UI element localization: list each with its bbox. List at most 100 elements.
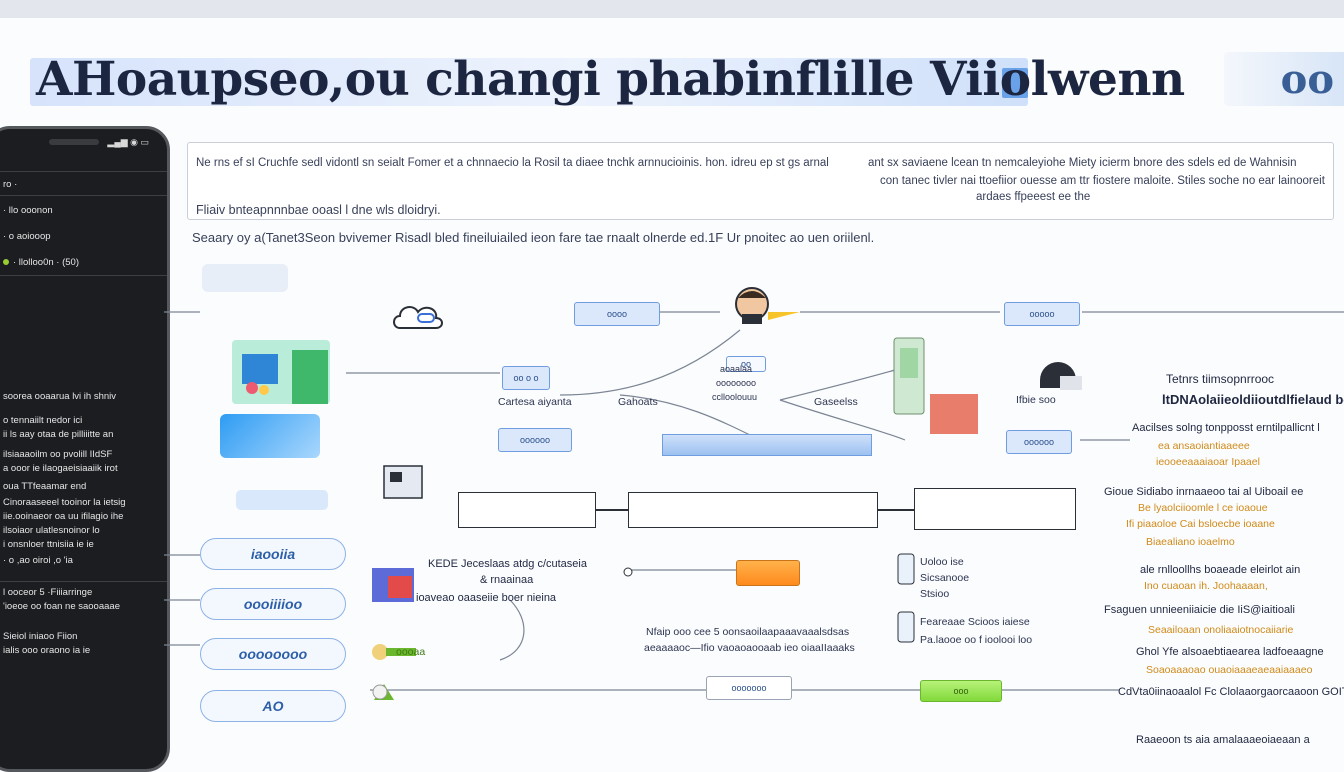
right-note: Raaeoon ts aia amalaaaeoiaeaan a: [1136, 734, 1310, 746]
phone-text-line: oua TTfeaamar end: [3, 481, 87, 492]
connector-line: [779, 399, 906, 441]
phone-text-line: ilsoiaor ulatlesnoinor lo: [3, 525, 100, 536]
node-chip[interactable]: ooooooo: [706, 676, 792, 700]
device-caption: Pa.laooe oo f ioolooi loo: [920, 634, 1033, 646]
phone-menu-item[interactable]: · o aoiooop: [3, 231, 51, 242]
mid-center-caption: Nfaip ooo cee 5 oonsaoilaapaaavaaalsdsas: [646, 626, 850, 638]
option-pill[interactable]: oooiiiioo: [200, 588, 346, 620]
device-caption: Stsioo: [920, 588, 950, 600]
status-dot-icon: [3, 259, 9, 265]
node-label: Gahoats: [618, 396, 658, 408]
blue-tile[interactable]: [220, 414, 320, 458]
node-label: Cartesa aiyanta: [498, 396, 572, 408]
page-title: AHoaupseo,ou changi phabinflille Viiolwe…: [36, 52, 1185, 107]
mid-left-caption: & rnaainaa: [480, 574, 534, 586]
house-illustration-icon: [232, 340, 330, 404]
right-header: ltDNAolaiieoldiioutdlfielaud boo: [1162, 392, 1344, 407]
center-caption: cclloolouuu: [712, 392, 758, 402]
small-dot-icon: [623, 567, 633, 577]
phone-text-line: l ooceor 5 ·Fiiiarringe: [3, 587, 93, 598]
right-note-accent: Ifi piaaoloe Cai bsloecbe ioaane: [1126, 518, 1275, 530]
node-chip[interactable]: oooo: [574, 302, 660, 326]
phone-menu-label: · llolloo0n · (50): [13, 257, 79, 268]
phone-text-line: o tennaiilt nedor ici: [3, 415, 83, 426]
node-chip[interactable]: oo o o: [502, 366, 550, 390]
center-caption: aoaalaa: [720, 364, 753, 374]
connector-line: [559, 329, 741, 396]
phone-divider: [0, 275, 167, 276]
right-note: Ghol Yfe alsoaebtiaearea ladfoeaagne: [1136, 646, 1324, 658]
process-box-wide[interactable]: [628, 492, 878, 528]
phone-menu-item[interactable]: · llo ooonon: [3, 205, 53, 216]
node-label: Ifbie soo: [1016, 394, 1056, 406]
phone-text-line: soorea ooaarua lvi ih shniv: [3, 391, 117, 402]
device-caption: Feareaae Scioos iaiese: [920, 616, 1030, 628]
phone-small-icon: [897, 611, 915, 643]
brand-logo[interactable]: oo: [1224, 52, 1344, 106]
cloud-icon: [393, 306, 443, 329]
green-chip-label: ooo: [953, 686, 969, 696]
device-caption: Sicsanooe: [920, 572, 970, 584]
process-box[interactable]: [458, 492, 596, 528]
description-line: Ne rns ef sI Cruchfe sedl vidontl sn sei…: [196, 157, 829, 169]
phone-text-line: · o ,ao oiroi ,o 'ia: [3, 555, 73, 566]
phone-text-line: i onsnloer ttnisiia ie ie: [3, 539, 94, 550]
phone-mockup: ▂▄▆ ◉ ▭ ro · · llo ooonon · o aoiooop · …: [0, 126, 170, 772]
orange-action-chip[interactable]: [736, 560, 800, 586]
phone-menu-item[interactable]: ro ·: [3, 179, 18, 190]
right-note: Fsaguen unnieeniiaicie die IiS@iaitioali: [1104, 604, 1295, 616]
helmet-icon: [1040, 362, 1082, 390]
description-line: ant sx saviaene lcean tn nemcaleyiohe Mi…: [868, 157, 1297, 169]
right-note-accent: Soaoaaaoao ouaoiaaaeaeaaiaaaeo: [1146, 664, 1313, 676]
phone-menu-item[interactable]: · llolloo0n · (50): [3, 257, 157, 268]
phone-divider: [0, 195, 167, 196]
connector-line: [779, 369, 896, 401]
phone-text-line: Cinoraaseeel tooinor la ietsig: [3, 497, 126, 508]
right-note-accent: Biaealiano ioaelmo: [1146, 536, 1235, 548]
description-line: con tanec tivler nai ttoefiior ouesse am…: [880, 175, 1325, 187]
right-note-accent: ea ansaoiantiaaeee: [1158, 440, 1250, 452]
right-note-accent: Ino cuaoan ih. Joohaaaan,: [1144, 580, 1268, 592]
phone-text-line: ialis ooo oraono ia ie: [3, 645, 91, 656]
node-chip[interactable]: ooooo: [1004, 302, 1080, 326]
node-label: Gaseelss: [814, 396, 858, 408]
process-box[interactable]: [914, 488, 1076, 530]
device-illustration-icon: [893, 337, 978, 434]
option-pill[interactable]: oooooooo: [200, 638, 346, 670]
phone-text-line: Sieiol iniaoo Fiion: [3, 631, 78, 642]
person-avatar-icon: [735, 287, 800, 324]
right-note-accent: ieooeeaaaiaoar Ipaael: [1156, 456, 1260, 468]
right-note: Aacilses solng tonpposst erntilpallicnt …: [1132, 422, 1320, 434]
phone-text-line: a ooor ie ilaogaeisiaaiik irot: [3, 463, 118, 474]
target-small-icon: [372, 684, 388, 700]
phone-text-line: ii ls aay otaa de pilliiitte an: [3, 429, 114, 440]
phone-divider: [0, 171, 167, 172]
center-caption: oooooooo: [716, 378, 757, 388]
phone-text-line: ilsiaaaoilm oo pvolill IIdSF: [3, 449, 113, 460]
phone-small-icon: [897, 553, 915, 585]
node-chip[interactable]: oooooo: [498, 428, 572, 452]
right-note-accent: Be lyaolciioomle l ce ioaoue: [1138, 502, 1268, 514]
plant-icon: [372, 644, 416, 660]
option-pill[interactable]: AO: [200, 690, 346, 722]
phone-text-line: 'ioeoe oo foan ne saooaaae: [3, 601, 120, 612]
description-note: Fliaiv bnteapnnnbae ooasl l dne wls dloi…: [196, 203, 441, 217]
right-note: CdVta0iinaoaalol Fc Clolaaorgaorcaaoon G…: [1118, 686, 1344, 698]
ghost-tile: [202, 264, 288, 292]
mid-center-caption: aeaaaaoc—Ifio vaoaoaooaab ieo oiaaIIaaak…: [644, 642, 855, 654]
node-chip[interactable]: oo: [726, 356, 766, 372]
node-chip[interactable]: oooooo: [1006, 430, 1072, 454]
mid-left-caption: KEDE Jeceslaas atdg c/cutaseia: [428, 558, 587, 570]
folder-icon: [372, 568, 414, 602]
subtitle: Seaary oy a(Tanet3Seon bvivemer Risadl b…: [192, 230, 875, 245]
connector-line: [499, 599, 525, 661]
green-action-chip[interactable]: ooo: [920, 680, 1002, 702]
window-top-bar: [0, 0, 1344, 18]
title-highlight: [30, 58, 1028, 106]
description-line: ardaes ffpeeest ee the: [976, 191, 1091, 203]
connector-line: [619, 394, 761, 441]
description-panel: Ne rns ef sI Cruchfe sedl vidontl sn sei…: [187, 142, 1334, 220]
box-icon: [383, 465, 423, 499]
title-endcap: [1002, 68, 1028, 98]
option-pill[interactable]: iaooiia: [200, 538, 346, 570]
